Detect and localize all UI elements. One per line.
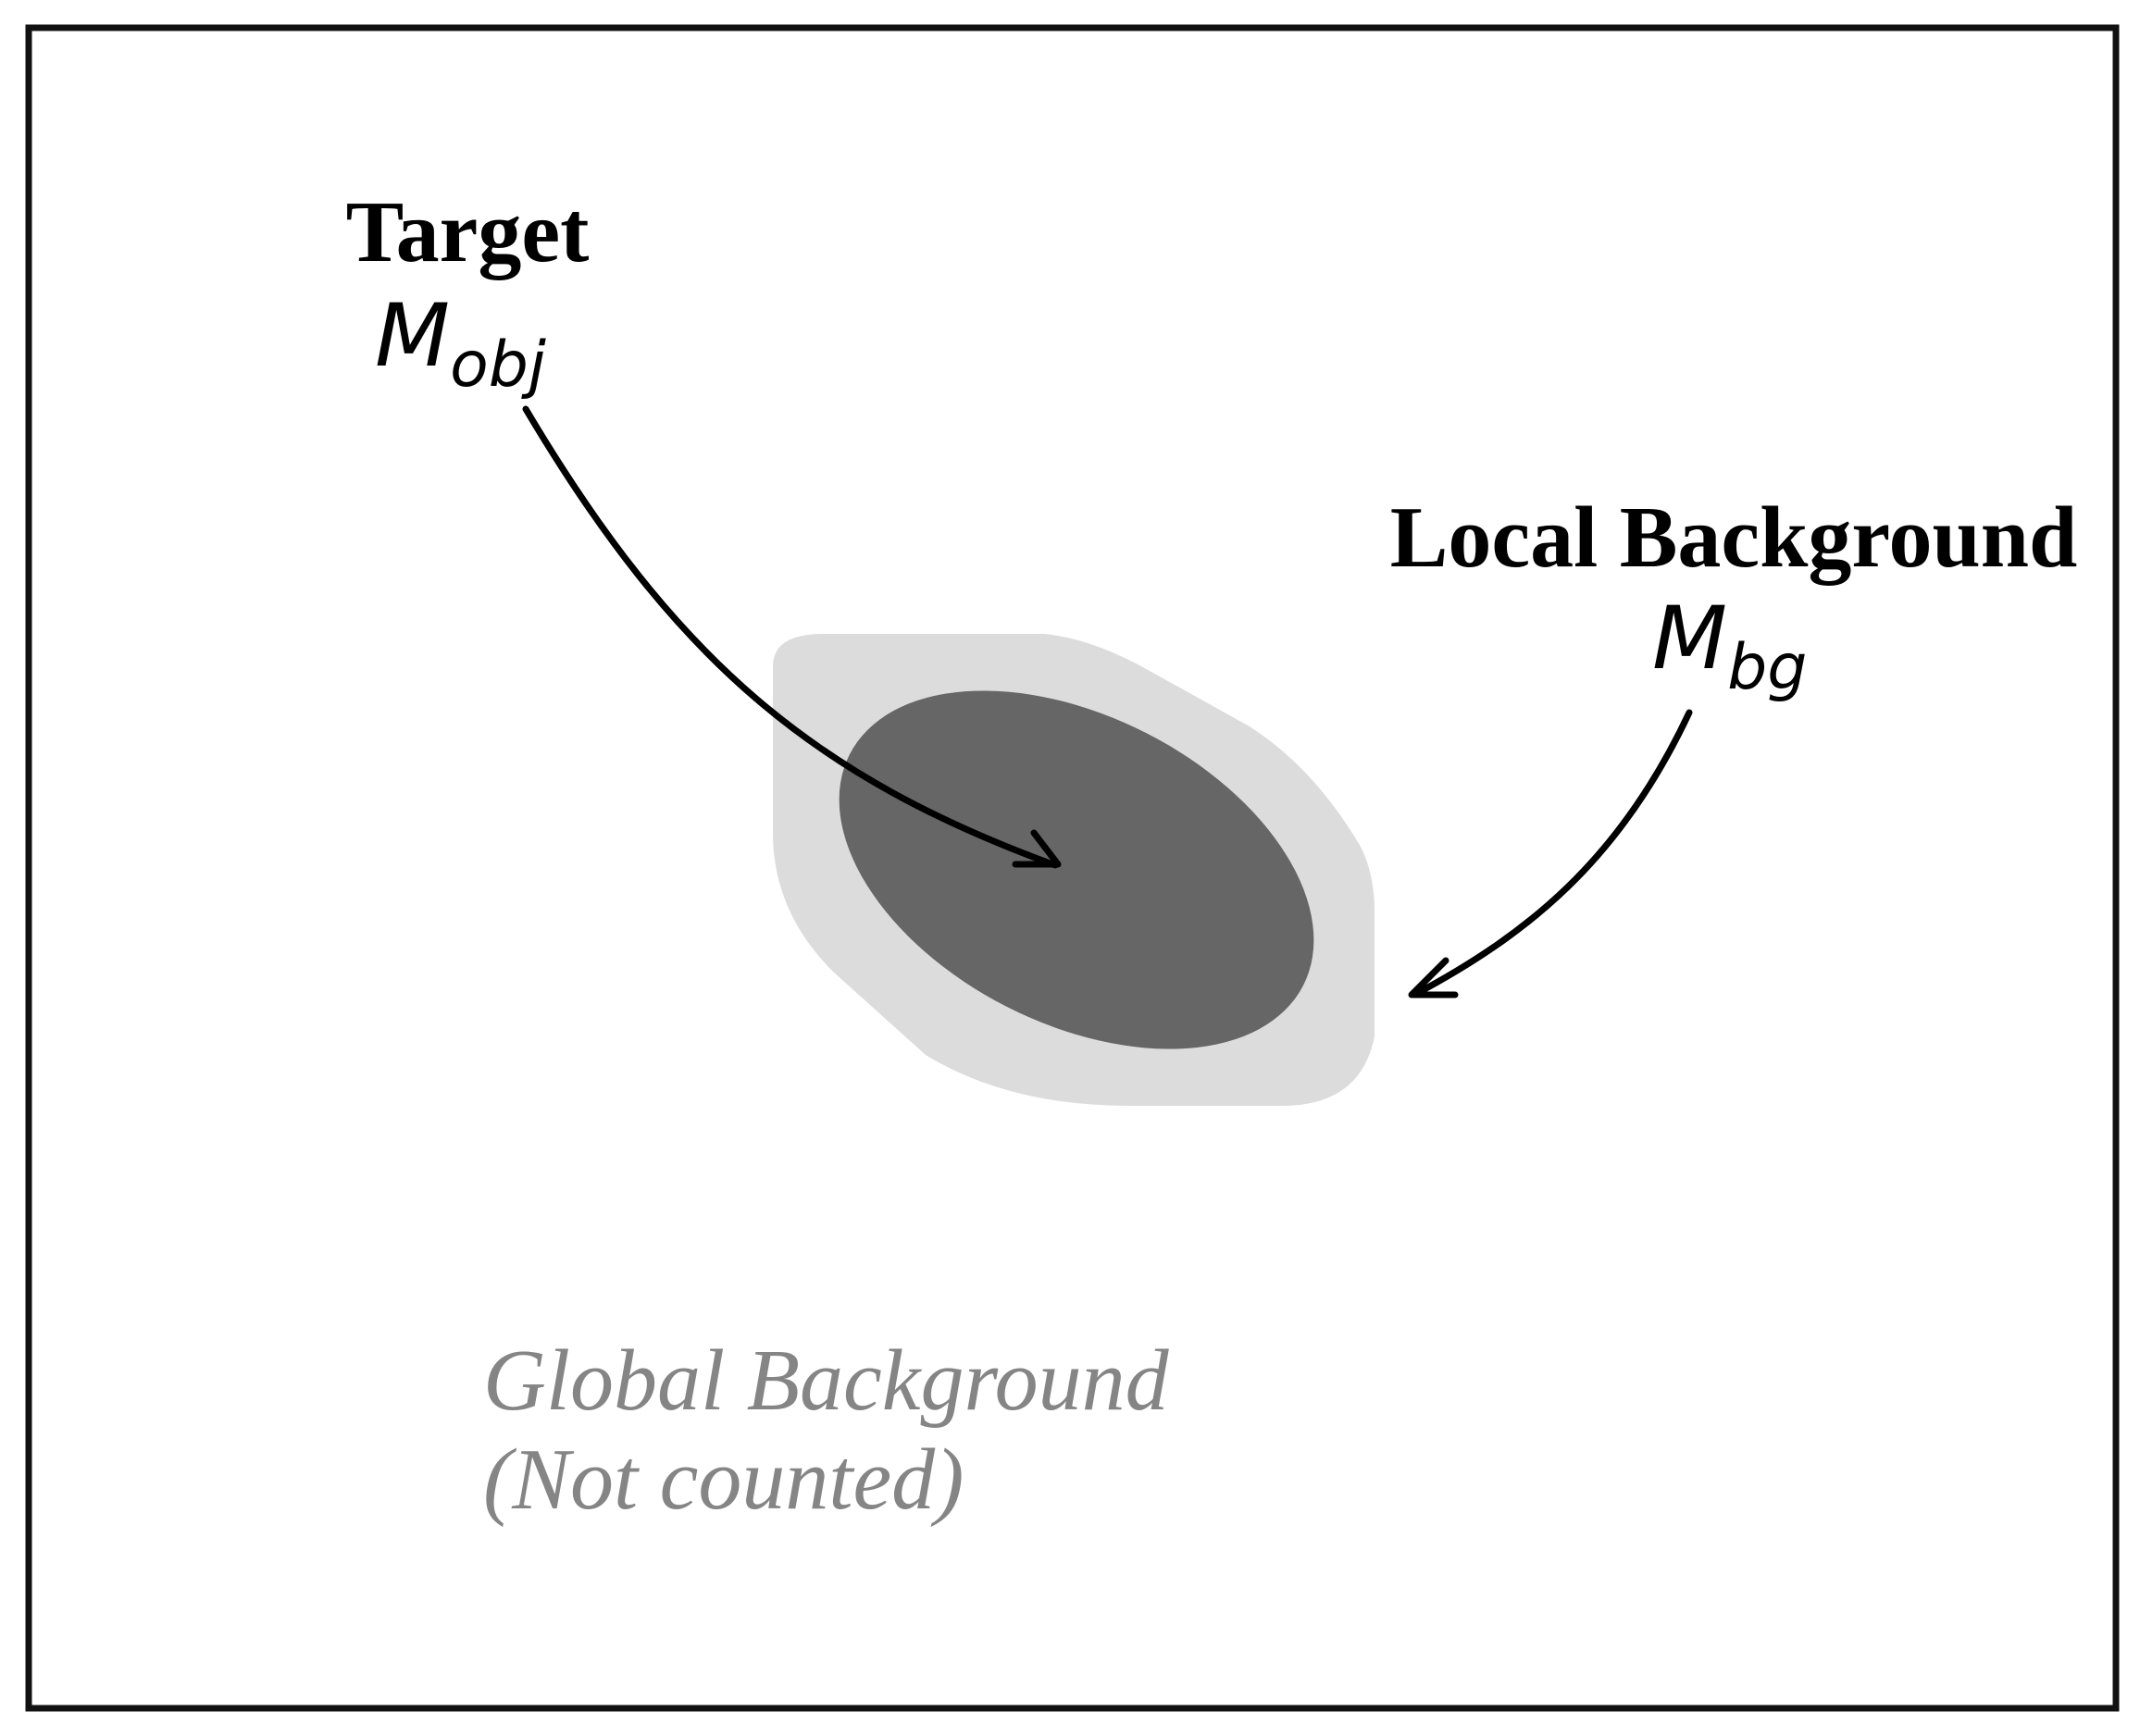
target-symbol: Mobj	[375, 286, 546, 402]
target-symbol-main: M	[375, 286, 450, 387]
global-background-label: Global Background	[483, 1333, 1170, 1429]
target-arrow-icon	[522, 405, 1059, 869]
local-background-symbol-subscript: bg	[1727, 631, 1807, 704]
local-background-symbol: Mbg	[1652, 589, 1807, 704]
local-background-arrow-icon	[1411, 709, 1693, 998]
target-object-region	[839, 690, 1314, 1049]
target-symbol-subscript: obj	[450, 329, 546, 402]
local-background-title: Local Background	[1390, 490, 2078, 586]
target-title: Target	[346, 184, 590, 280]
global-background-note: (Not counted)	[483, 1432, 964, 1528]
local-background-arrowhead-icon	[1408, 957, 1459, 998]
local-background-symbol-main: M	[1652, 589, 1727, 689]
target-arrowhead-icon	[1012, 829, 1062, 868]
